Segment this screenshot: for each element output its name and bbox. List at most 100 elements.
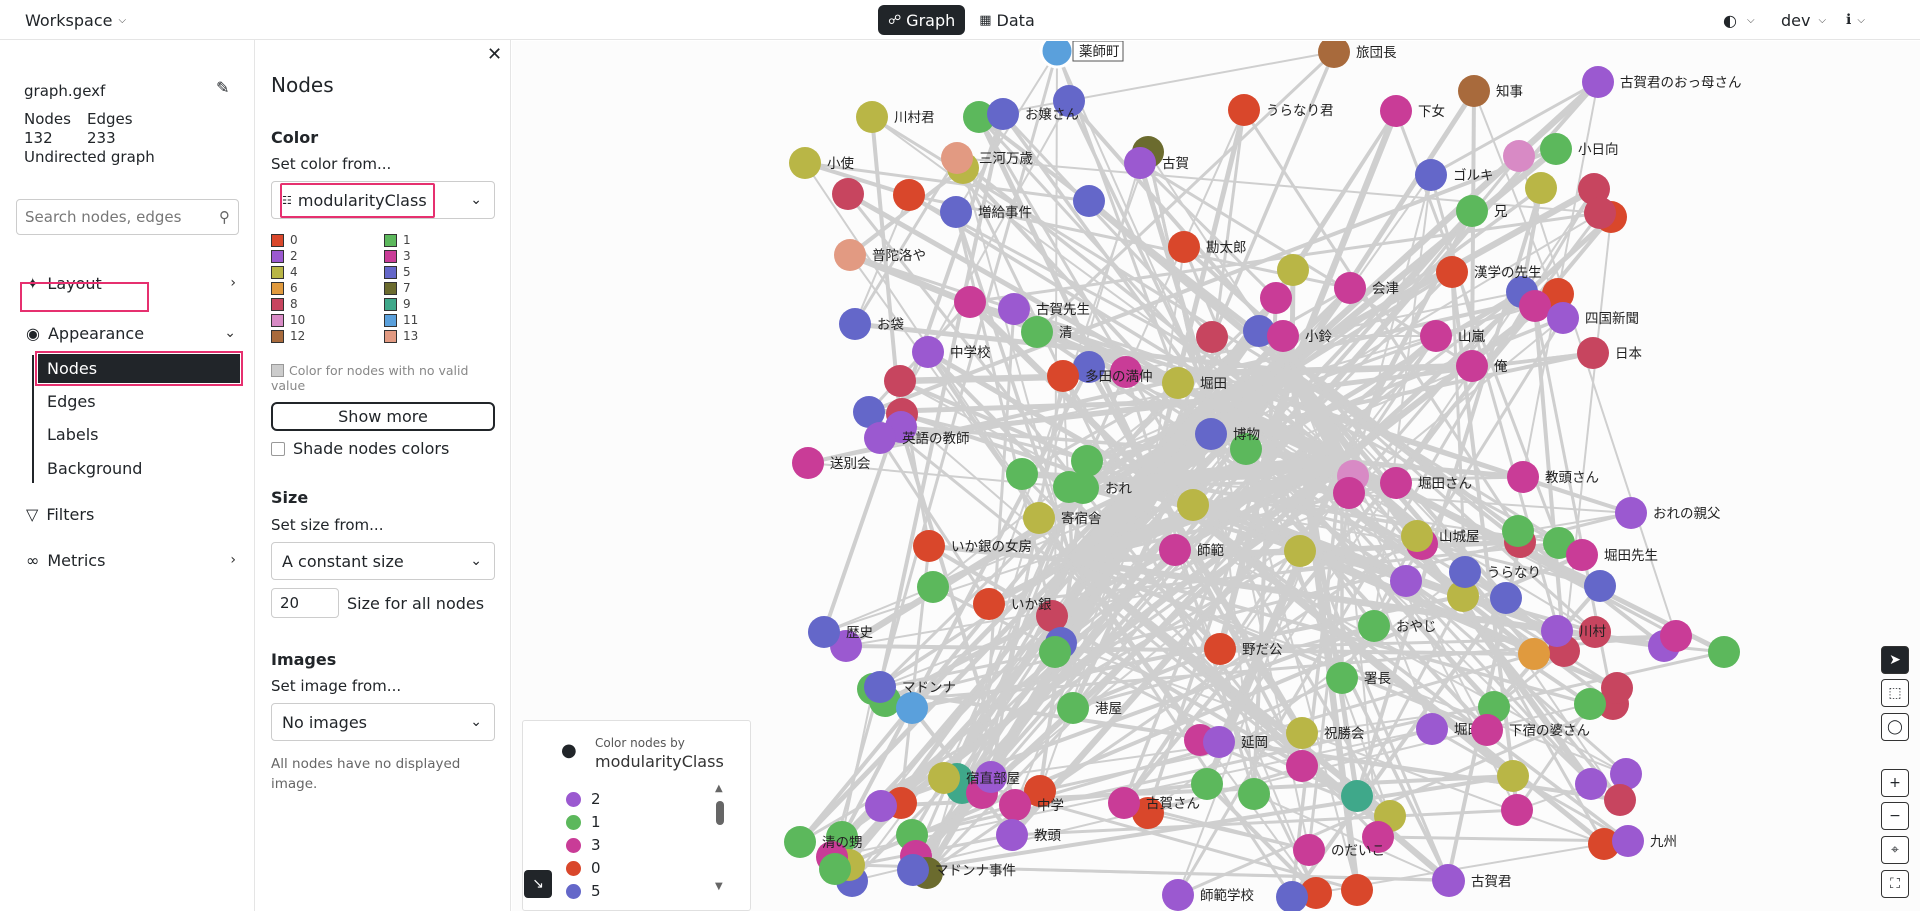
graph-edge[interactable] [1138,161,1278,300]
graph-node[interactable] [1108,787,1140,819]
graph-node[interactable] [996,819,1028,851]
graph-node[interactable] [1615,497,1647,529]
graph-node[interactable] [1260,282,1292,314]
color-legend-item[interactable]: 6 [271,281,298,295]
graph-node[interactable] [884,365,916,397]
graph-node[interactable] [1267,320,1299,352]
graph-node[interactable] [1073,351,1105,383]
graph-node[interactable] [1415,159,1447,191]
graph-node[interactable] [1612,825,1644,857]
graph-node[interactable] [1326,662,1358,694]
graph-node[interactable] [864,422,896,454]
color-swatch[interactable] [271,265,284,279]
graph-edge[interactable] [1518,155,1677,637]
graph-edge[interactable] [1039,731,1303,793]
color-swatch[interactable] [271,329,284,343]
graph-node[interactable] [1039,41,1075,69]
graph-node[interactable] [1286,750,1318,782]
graph-node[interactable] [1196,321,1228,353]
graph-node[interactable] [1380,95,1412,127]
graph-edge[interactable] [879,398,1213,441]
graph-node[interactable] [1039,636,1071,668]
color-legend-item[interactable]: 0 [271,233,298,247]
color-swatch[interactable] [384,297,397,311]
graph-node[interactable] [1501,794,1533,826]
graph-edge[interactable] [1515,703,1592,811]
color-select[interactable]: ☷ modularityClass ⌄ [271,181,495,219]
graph-node[interactable] [1318,41,1350,68]
graph-node[interactable] [999,789,1031,821]
graph-node[interactable] [1502,515,1534,547]
select-tool-icon[interactable]: ➤ [1881,646,1909,674]
color-legend-item[interactable]: 5 [384,265,411,279]
legend-item[interactable]: 3 [566,836,601,854]
graph-node[interactable] [1110,356,1142,388]
color-legend-item[interactable]: 12 [271,329,305,343]
graph-node[interactable] [1584,197,1616,229]
graph-node[interactable] [1497,760,1529,792]
submenu-background[interactable]: Background [47,459,143,478]
graph-edge[interactable] [899,379,1618,690]
graph-node[interactable] [1067,472,1099,504]
graph-node[interactable] [1456,350,1488,382]
graph-node[interactable] [998,293,1030,325]
graph-edge[interactable] [1242,109,1520,532]
graph-node[interactable] [941,142,973,174]
graph-node[interactable] [1416,713,1448,745]
legend-item[interactable]: 1 [566,813,601,831]
graph-node[interactable] [954,286,986,318]
graph-edge[interactable] [1285,367,1349,465]
legend-item[interactable]: 2 [566,790,601,808]
graph-edge[interactable] [1011,808,1518,837]
graph-node[interactable] [1334,272,1366,304]
graph-node[interactable] [1420,320,1452,352]
graph-node[interactable] [1358,610,1390,642]
graph-node[interactable] [1503,140,1535,172]
graph-node[interactable] [834,239,866,271]
graph-node[interactable] [1168,231,1200,263]
graph-edge[interactable] [804,161,910,197]
graph-node[interactable] [1610,758,1642,790]
graph-node[interactable] [856,101,888,133]
graph-node[interactable] [839,308,871,340]
graph-edge[interactable] [1067,365,1297,567]
graph-node[interactable] [1300,877,1332,909]
graph-edge[interactable] [1071,559,1591,706]
graph-node[interactable] [913,530,945,562]
graph-node[interactable] [832,178,864,210]
graph-node[interactable] [1277,254,1309,286]
graph-node[interactable] [1401,520,1433,552]
graph-node[interactable] [1057,692,1089,724]
size-input[interactable]: 20 [271,588,339,618]
graph-node[interactable] [1162,879,1194,911]
graph-node[interactable] [1023,502,1055,534]
graph-node[interactable] [1433,865,1465,897]
graph-node[interactable] [893,179,925,211]
graph-node[interactable] [896,692,928,724]
submenu-labels[interactable]: Labels [47,425,99,444]
graph-edge[interactable] [908,193,1351,290]
menu-metrics[interactable]: ∞ Metrics › [26,546,236,574]
graph-node[interactable] [1660,620,1692,652]
graph-node[interactable] [1582,66,1614,98]
graph-edge[interactable] [878,437,991,605]
graph-node[interactable] [1547,302,1579,334]
graph-edge[interactable] [1054,50,1058,653]
graph-node[interactable] [1073,185,1105,217]
color-legend-item[interactable]: 4 [271,265,298,279]
graph-node[interactable] [940,196,972,228]
graph-node[interactable] [1390,565,1422,597]
color-legend-item[interactable]: 2 [271,249,298,263]
graph-edge[interactable] [868,398,1213,415]
graph-edge[interactable] [1151,454,1343,488]
graph-edge[interactable] [868,148,1557,413]
graph-node[interactable] [1604,784,1636,816]
graph-node[interactable] [1588,828,1620,860]
graph-node[interactable] [1177,489,1209,521]
color-swatch[interactable] [384,249,397,263]
graph-node[interactable] [1203,726,1235,758]
graph-edge[interactable] [1125,291,1523,373]
graph-edge[interactable] [977,115,1593,786]
legend-item[interactable]: 0 [566,859,601,877]
graph-node[interactable] [1458,75,1490,107]
